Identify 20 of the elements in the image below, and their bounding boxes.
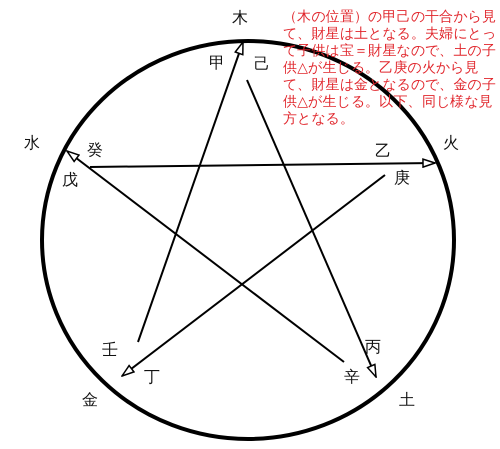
element-label: 金 — [82, 391, 98, 409]
arrow — [121, 174, 386, 377]
stem-label: 庚 — [394, 169, 410, 187]
stem-label: 丙 — [365, 338, 381, 356]
arrow — [66, 150, 345, 363]
arrow — [246, 80, 377, 378]
stem-label: 戊 — [62, 171, 78, 189]
stem-label: 乙 — [375, 142, 391, 160]
element-label: 火 — [443, 134, 459, 152]
stem-label: 辛 — [344, 368, 360, 386]
stem-label: 壬 — [102, 341, 118, 359]
arrow — [90, 158, 436, 168]
element-label: 水 — [24, 134, 40, 152]
stem-label: 己 — [254, 55, 270, 73]
arrow — [137, 41, 244, 342]
stem-label: 癸 — [87, 141, 103, 159]
element-label: 土 — [399, 391, 415, 409]
stem-label: 甲 — [209, 54, 225, 72]
element-label: 木 — [232, 9, 248, 27]
stem-label: 丁 — [144, 368, 160, 386]
